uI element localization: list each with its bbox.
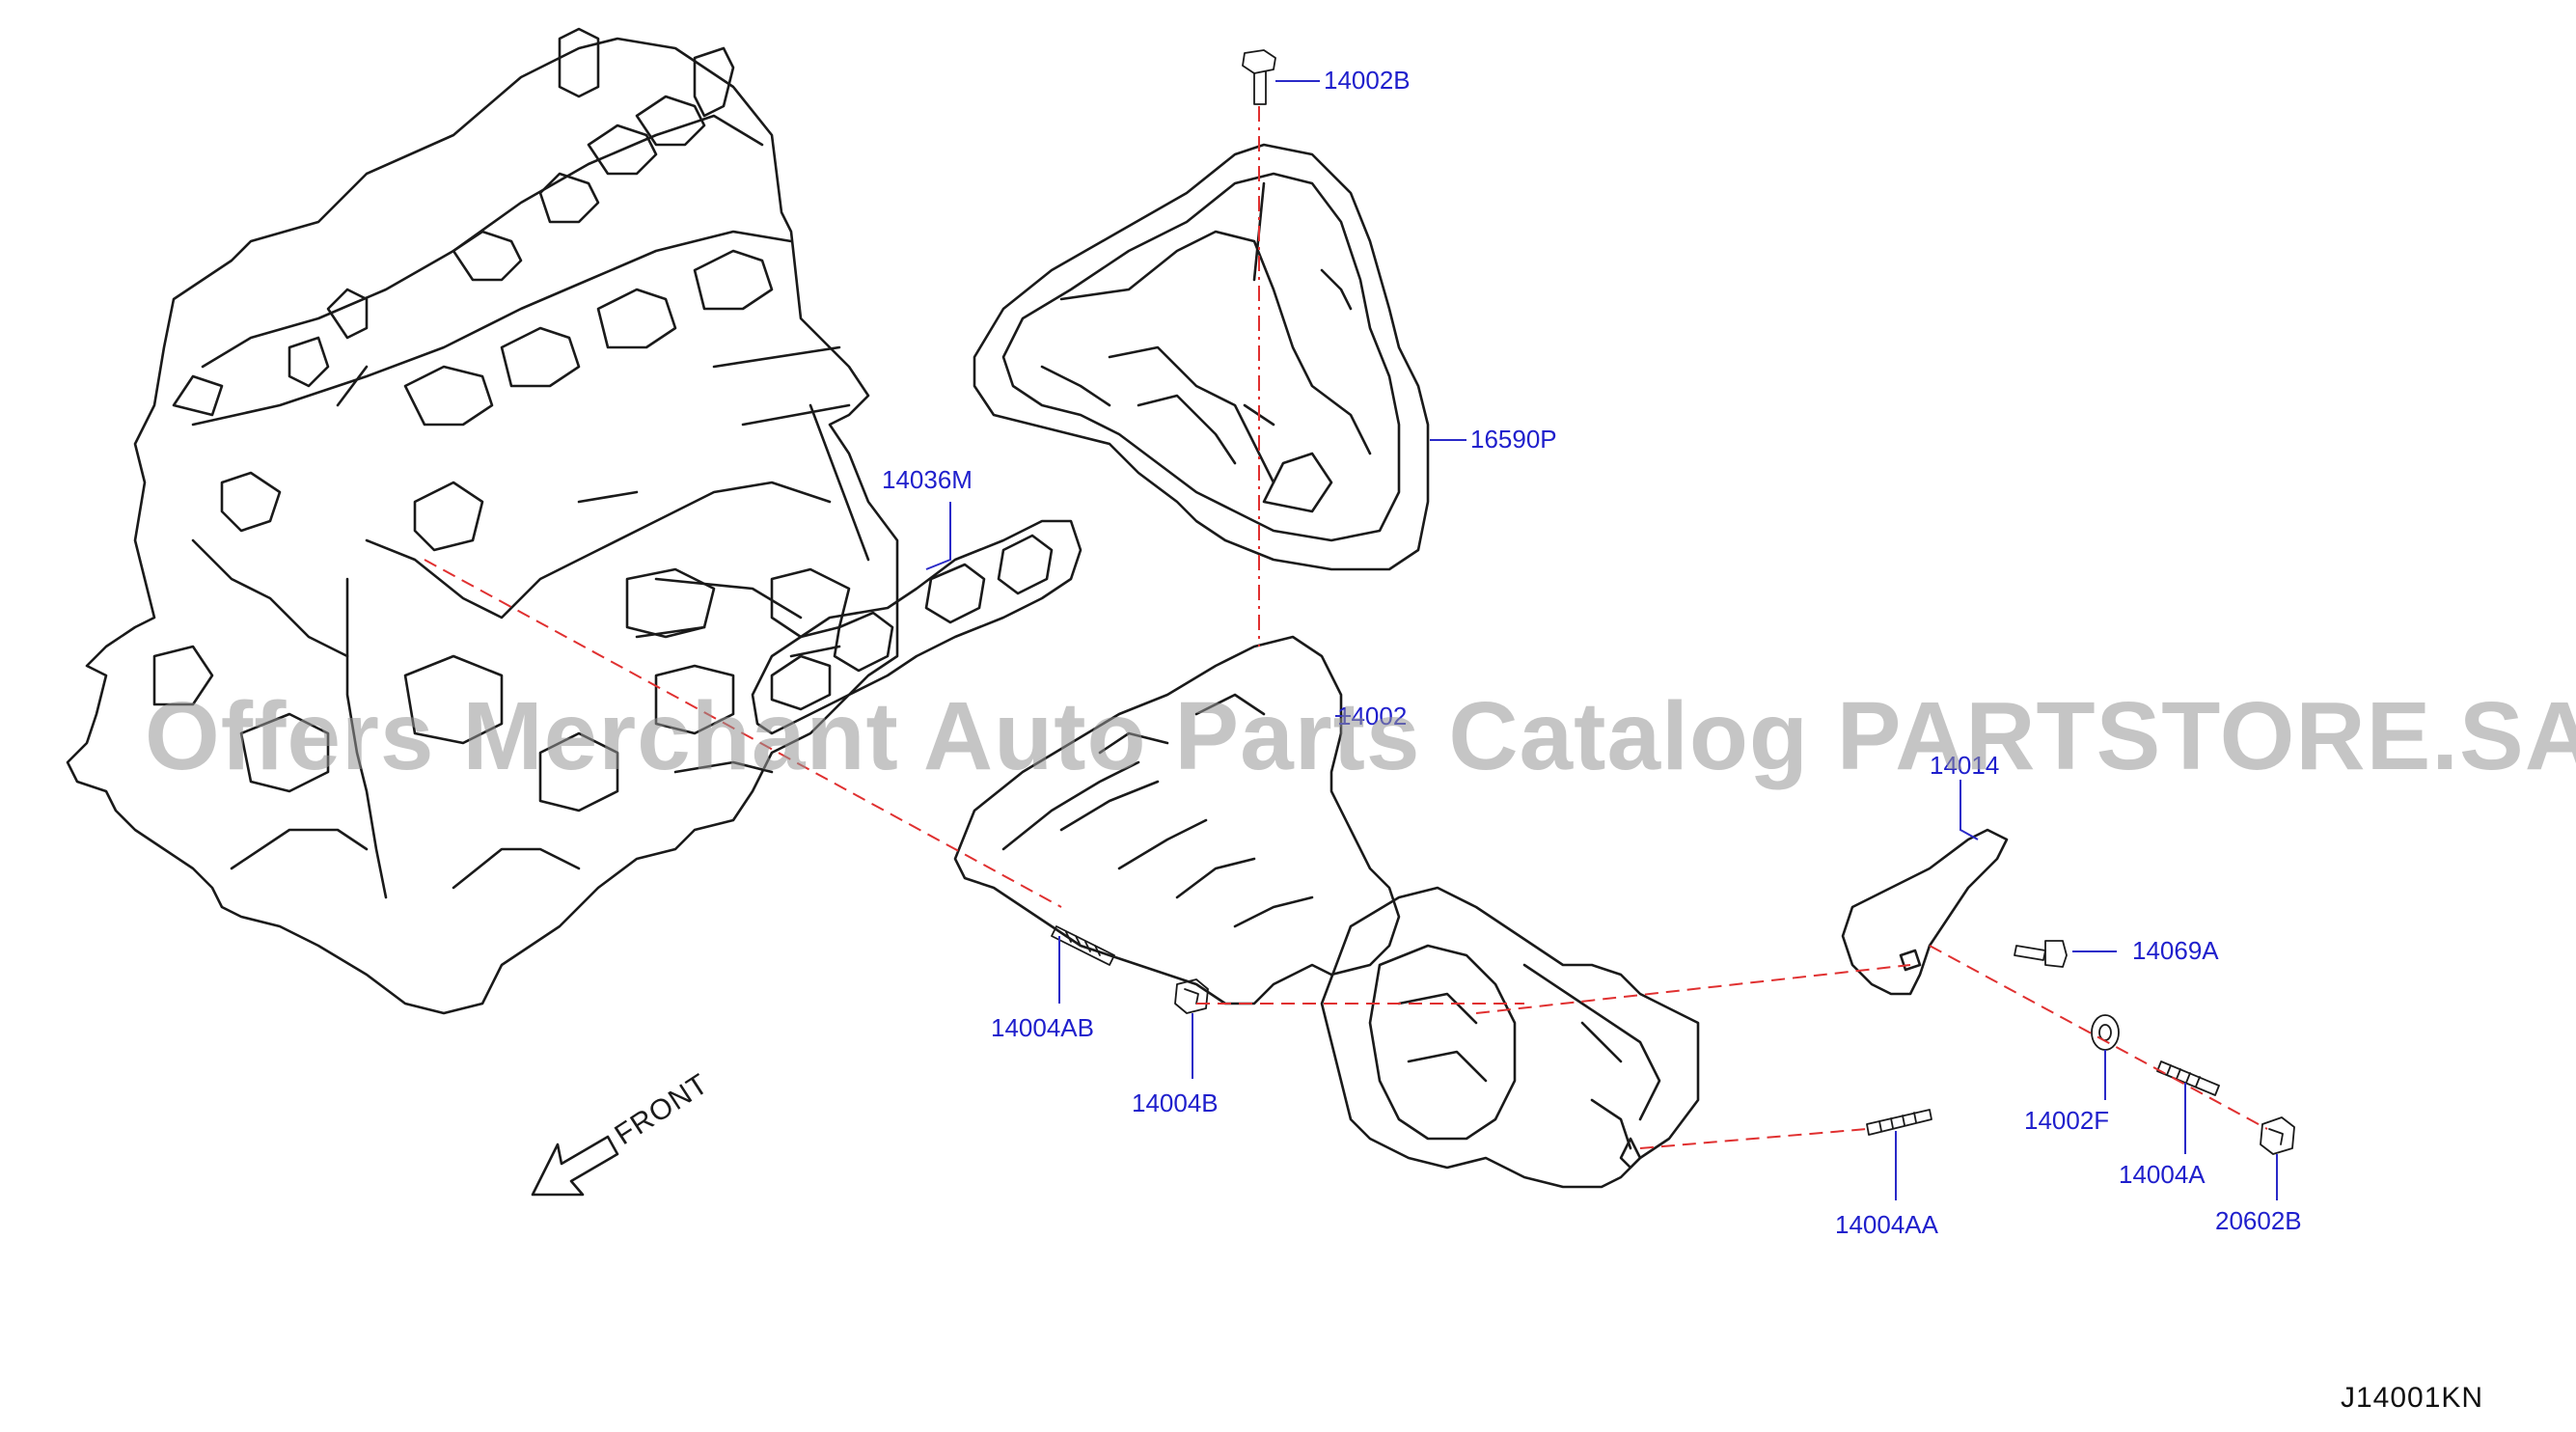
callout-14004ab: 14004AB bbox=[991, 1013, 1094, 1042]
diagram-code: J14001KN bbox=[2341, 1382, 2484, 1414]
bolt-14069a-icon bbox=[2014, 940, 2068, 968]
callout-14002f: 14002F bbox=[2024, 1106, 2110, 1135]
stud-14004ab-icon bbox=[1051, 925, 1115, 966]
callout-14069a: 14069A bbox=[2132, 936, 2219, 965]
bolt-14002b-icon bbox=[1242, 49, 1276, 105]
callout-14004b: 14004B bbox=[1132, 1088, 1219, 1117]
stud-14004aa-icon bbox=[1866, 1109, 1932, 1136]
callout-14004aa: 14004AA bbox=[1835, 1210, 1938, 1239]
heat-shield-drawing bbox=[973, 143, 1430, 571]
nut-20602b-icon bbox=[2260, 1116, 2295, 1155]
callout-14004a: 14004A bbox=[2119, 1160, 2206, 1189]
manifold-gasket-drawing bbox=[751, 519, 1082, 735]
engine-block-drawing bbox=[66, 27, 899, 1015]
nut-14004b-icon bbox=[1174, 978, 1209, 1014]
callout-14036m: 14036M bbox=[882, 465, 973, 494]
exhaust-manifold-drawing bbox=[953, 635, 1700, 1189]
washer-14002f-icon bbox=[2091, 1014, 2120, 1051]
callout-16590p: 16590P bbox=[1470, 425, 1557, 454]
stud-14004a-icon bbox=[2156, 1060, 2220, 1096]
callout-leaders bbox=[925, 80, 2278, 1200]
watermark-text: Offers Merchant Auto Parts Catalog PARTS… bbox=[145, 682, 2576, 790]
callout-14002: 14002 bbox=[1337, 702, 1408, 730]
callout-20602b: 20602B bbox=[2215, 1206, 2302, 1235]
front-arrow-icon bbox=[531, 1135, 619, 1197]
callout-14002b: 14002B bbox=[1324, 66, 1411, 95]
callout-14014: 14014 bbox=[1930, 751, 2000, 780]
alignment-centerlines bbox=[424, 106, 2268, 1149]
